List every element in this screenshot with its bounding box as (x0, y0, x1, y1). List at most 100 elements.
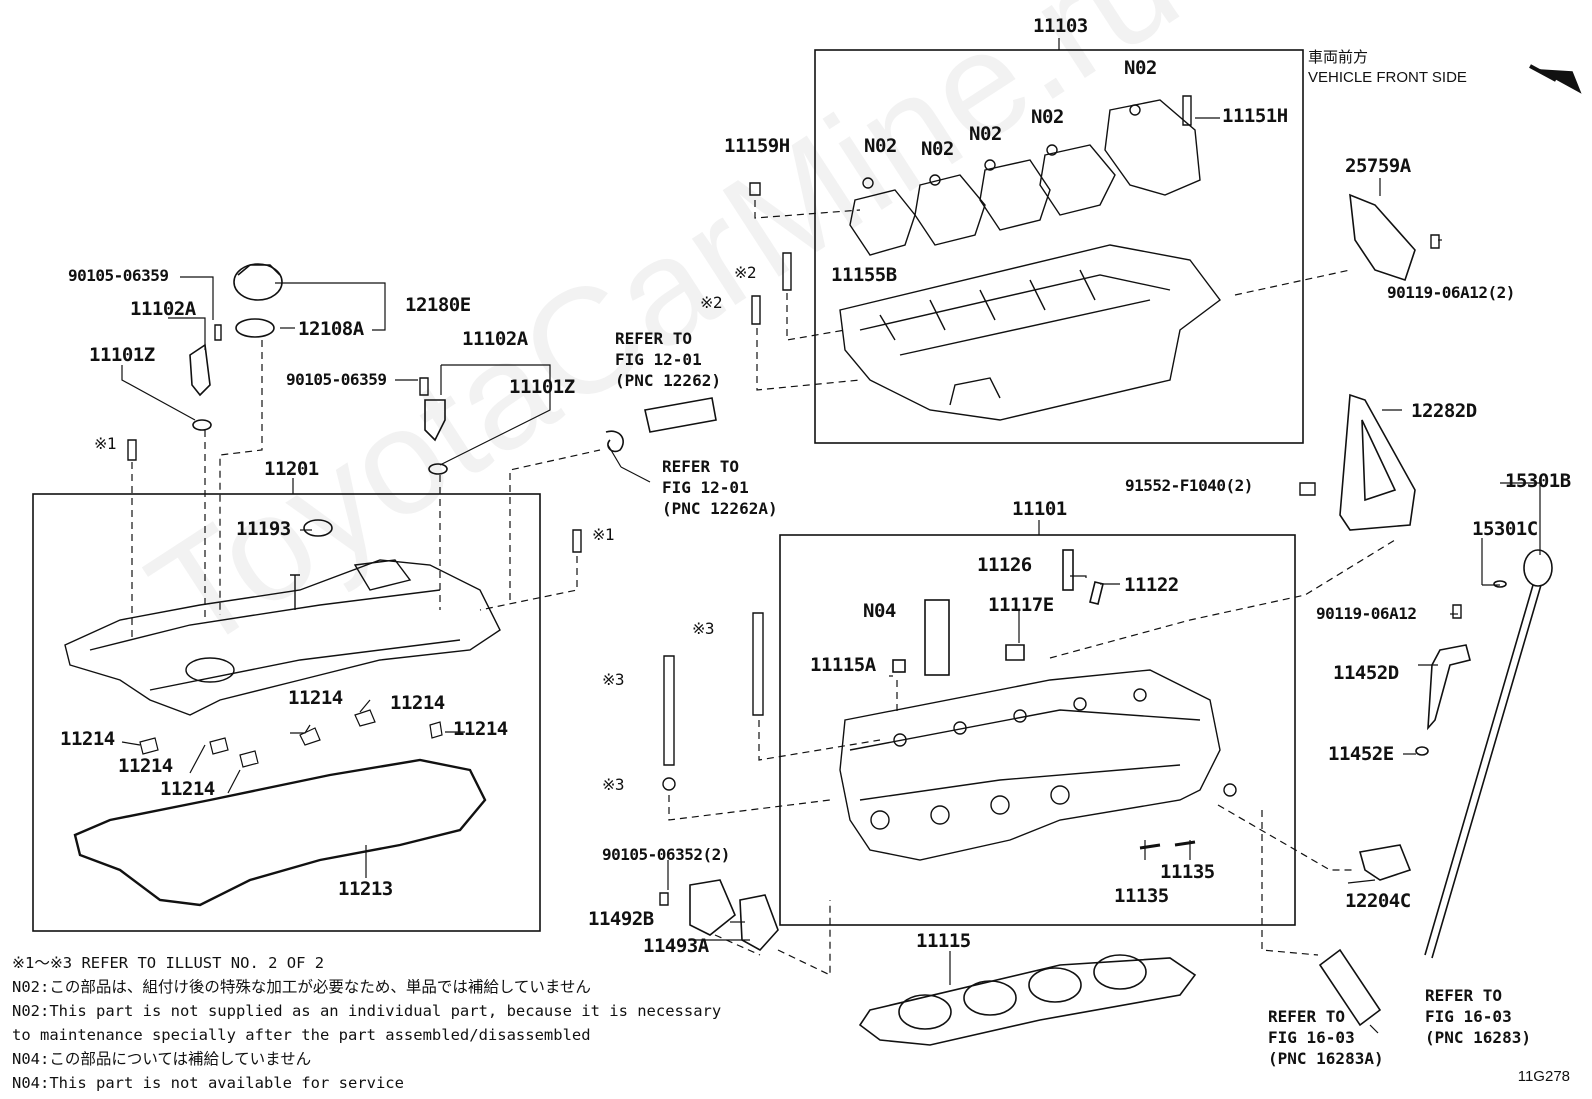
pipe-ref-drawing (644, 397, 717, 433)
group-box-11101 (779, 534, 1296, 926)
vehicle-front-en: VEHICLE FRONT SIDE (1308, 69, 1467, 86)
plug-11115A-drawing (892, 659, 906, 673)
clips-11214-drawing (139, 709, 443, 768)
label-11101Z-left: 11101Z (89, 344, 155, 366)
diagram-code: 11G278 (1517, 1068, 1570, 1085)
pin-11126-drawing (1062, 549, 1074, 591)
marker-ref3-bottom: ※3 (602, 775, 625, 794)
label-N02-3: N02 (969, 123, 1002, 145)
cover-plate-drawing (689, 879, 736, 936)
label-12282D: 12282D (1411, 400, 1477, 422)
ref-fig-12-01-pnc-12262[interactable]: REFER TO FIG 12-01 (PNC 12262) (615, 329, 721, 390)
label-11102A-right: 11102A (462, 328, 528, 350)
label-12204C: 12204C (1345, 890, 1411, 912)
cam-sensor-right-drawing (424, 399, 446, 442)
label-25759A: 25759A (1345, 155, 1411, 177)
label-11201: 11201 (264, 458, 319, 480)
label-15301C: 15301C (1472, 518, 1538, 540)
note-line-4: to maintenance specially after the part … (12, 1026, 591, 1044)
ref-fig-16-03-pnc-16283a[interactable]: REFER TO FIG 16-03 (PNC 16283A) (1268, 1007, 1384, 1068)
cam-sensor-left-drawing (189, 343, 211, 397)
note-line-2: N02:この部品は、組付け後の特殊な加工が必要なため、単品では補給していません (12, 978, 591, 996)
dipstick-handle-drawing (1523, 549, 1553, 587)
label-11155B: 11155B (831, 264, 897, 286)
dipstick-blade-drawing (1424, 584, 1542, 959)
label-90105-06352-2: 90105-06352(2) (602, 845, 730, 864)
label-11193: 11193 (236, 518, 291, 540)
bracket-25759A-drawing (1349, 193, 1416, 282)
label-12180E: 12180E (405, 294, 471, 316)
label-11452D: 11452D (1333, 662, 1399, 684)
ref-fig-16-03-pnc-16283[interactable]: REFER TO FIG 16-03 (PNC 16283) (1425, 986, 1531, 1047)
label-11213: 11213 (338, 878, 393, 900)
label-N04: N04 (863, 600, 896, 622)
label-N02-1: N02 (864, 135, 897, 157)
label-11115: 11115 (916, 930, 971, 952)
label-90119-06A12-2: 90119-06A12(2) (1387, 283, 1515, 302)
dipstick-guide-drawing (1427, 644, 1471, 731)
label-11492B: 11492B (588, 908, 654, 930)
label-N02-2: N02 (921, 138, 954, 160)
marker-ref1-left: ※1 (94, 434, 117, 453)
label-N02-4: N02 (1031, 106, 1064, 128)
label-90119-06A12: 90119-06A12 (1316, 604, 1417, 623)
clip-ref-drawing (605, 430, 624, 453)
label-11214-a: 11214 (288, 687, 343, 709)
label-11151H: 11151H (1222, 105, 1288, 127)
group-box-11201 (32, 493, 541, 932)
note-line-5: N04:この部品については補給していません (12, 1050, 312, 1068)
marker-ref3-top: ※3 (692, 619, 715, 638)
label-90105-06359-top: 90105-06359 (68, 266, 169, 285)
sensor-12204C-drawing (1358, 844, 1412, 881)
label-11214-b: 11214 (390, 692, 445, 714)
label-11103: 11103 (1033, 15, 1088, 37)
head-cover-drawing (64, 559, 501, 716)
marker-ref2-lower: ※2 (700, 293, 723, 312)
label-11117E: 11117E (988, 594, 1054, 616)
bracket-12282D-drawing (1339, 393, 1416, 531)
ref-fig-12-01-pnc-12262a[interactable]: REFER TO FIG 12-01 (PNC 12262A) (662, 457, 778, 518)
note-line-6: N04:This part is not available for servi… (12, 1074, 404, 1092)
hose-ref-drawing (1318, 948, 1382, 1027)
note-line-1: ※1～※3 REFER TO ILLUST NO. 2 OF 2 (12, 954, 325, 972)
label-11159H: 11159H (724, 135, 790, 157)
label-11135-left: 11135 (1114, 885, 1169, 907)
tube-N04-drawing (924, 599, 950, 676)
plug-11193-drawing (303, 519, 333, 537)
pin-11122-drawing (1089, 581, 1104, 605)
label-11214-c: 11214 (453, 718, 508, 740)
label-11135-right: 11135 (1160, 861, 1215, 883)
cover-gasket-drawing (73, 758, 487, 907)
oil-filler-cap-drawing (233, 263, 283, 301)
note-line-3: N02:This part is not supplied as an indi… (12, 1002, 722, 1020)
label-11102A-left: 11102A (130, 298, 196, 320)
vehicle-front-jp: 車両前方 (1308, 49, 1369, 66)
label-11214-d: 11214 (60, 728, 115, 750)
marker-ref3-mid: ※3 (602, 670, 625, 689)
bolt-drawings (127, 95, 1462, 906)
marker-ref1-right: ※1 (592, 525, 615, 544)
label-N02-5: N02 (1124, 57, 1157, 79)
label-11101: 11101 (1012, 498, 1067, 520)
label-11452E: 11452E (1328, 743, 1394, 765)
cylinder-head-drawing (839, 669, 1237, 861)
label-91552-F1040-2: 91552-F1040(2) (1125, 476, 1253, 495)
label-11115A: 11115A (810, 654, 876, 676)
label-15301B: 15301B (1505, 470, 1571, 492)
camshaft-housing-drawing (839, 99, 1221, 421)
label-11122: 11122 (1124, 574, 1179, 596)
label-11214-e: 11214 (118, 755, 173, 777)
label-11126: 11126 (977, 554, 1032, 576)
gasket-11493A-drawing (739, 894, 779, 952)
oil-filler-seal-drawing (235, 318, 275, 338)
label-11214-f: 11214 (160, 778, 215, 800)
label-90105-06359-mid: 90105-06359 (286, 370, 387, 389)
plug-11117E-drawing (1005, 644, 1025, 661)
vehicle-front-indicator: 車両前方 VEHICLE FRONT SIDE (1308, 48, 1467, 88)
label-11493A: 11493A (643, 935, 709, 957)
label-11101Z-right: 11101Z (509, 376, 575, 398)
head-gasket-drawing (858, 954, 1197, 1046)
label-12108A: 12108A (298, 318, 364, 340)
